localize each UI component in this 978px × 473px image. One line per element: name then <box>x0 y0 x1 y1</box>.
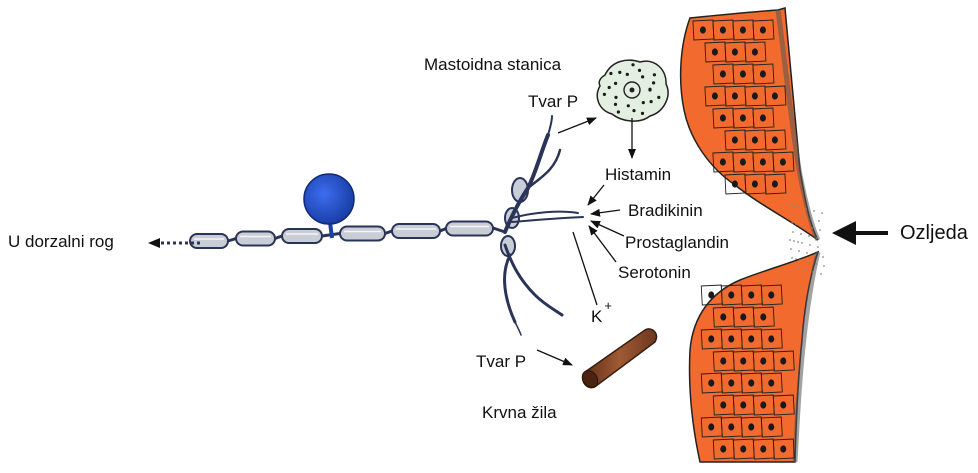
bradykinin-arrow <box>591 210 620 214</box>
label-potassium-symbol: K <box>591 307 602 326</box>
mast-cell-nucleus <box>630 88 635 93</box>
label-potassium: K+ <box>591 307 612 327</box>
injury-arrow-icon <box>832 221 888 245</box>
label-mast-cell: Mastoidna stanica <box>424 55 561 75</box>
neuron-cell-body <box>304 174 354 224</box>
axon-segment <box>340 227 385 241</box>
axon-segment <box>282 229 322 243</box>
label-prostaglandin: Prostaglandin <box>625 233 729 253</box>
label-histamine: Histamin <box>605 165 671 185</box>
label-potassium-charge: + <box>604 298 612 313</box>
axon <box>190 178 528 256</box>
potassium-line <box>573 232 597 305</box>
dorsal-horn-arrow-icon <box>148 238 160 248</box>
axon-segment <box>392 224 440 238</box>
label-serotonin: Serotonin <box>618 263 691 283</box>
axon-segment <box>446 222 493 236</box>
blood-vessel <box>579 329 656 390</box>
label-bradykinin: Bradikinin <box>628 201 703 221</box>
substance-p-to-mast-arrow <box>558 118 596 133</box>
axon-segment <box>190 234 228 248</box>
annotation-arrows <box>537 118 632 365</box>
label-blood-vessel: Krvna žila <box>482 403 557 423</box>
label-dorsal-horn: U dorzalni rog <box>8 232 114 252</box>
label-substance-p-top: Tvar P <box>528 92 578 112</box>
label-substance-p-bottom: Tvar P <box>476 352 526 372</box>
substance-p-to-vessel-arrow <box>537 350 572 365</box>
prostaglandin-arrow <box>591 221 624 236</box>
label-injury: Ozljeda <box>900 222 968 245</box>
mast-cell <box>597 60 668 121</box>
histamine-arrow <box>588 185 604 205</box>
axon-segment <box>236 232 275 246</box>
serotonin-arrow <box>589 226 616 262</box>
